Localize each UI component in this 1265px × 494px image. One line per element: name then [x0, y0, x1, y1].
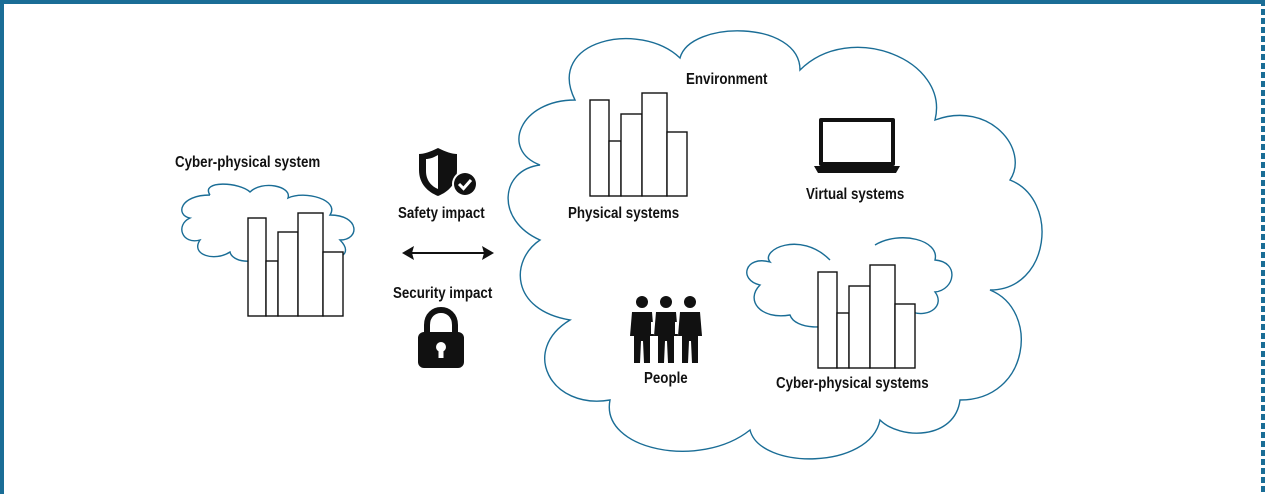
lock-icon: [418, 307, 464, 368]
shield-check-icon: [419, 148, 478, 197]
physical-systems-label: Physical systems: [568, 205, 680, 222]
environment-label: Environment: [686, 71, 768, 88]
people-label: People: [644, 370, 688, 387]
virtual-systems-label: Virtual systems: [806, 186, 905, 203]
cyber-physical-systems-label: Cyber-physical systems: [776, 375, 929, 392]
security-impact-label: Security impact: [393, 285, 493, 302]
cyber-physical-system-label: Cyber-physical system: [175, 154, 321, 171]
laptop-icon: [814, 118, 900, 173]
frame-edge: [1261, 0, 1265, 494]
cps-bar-chart-icon: [817, 264, 916, 369]
people-icon: [630, 296, 702, 363]
safety-impact-label: Safety impact: [398, 205, 485, 222]
physical-bar-chart-icon: [589, 92, 688, 197]
double-arrow-icon: [402, 246, 494, 260]
left-bar-chart-icon: [247, 212, 344, 317]
